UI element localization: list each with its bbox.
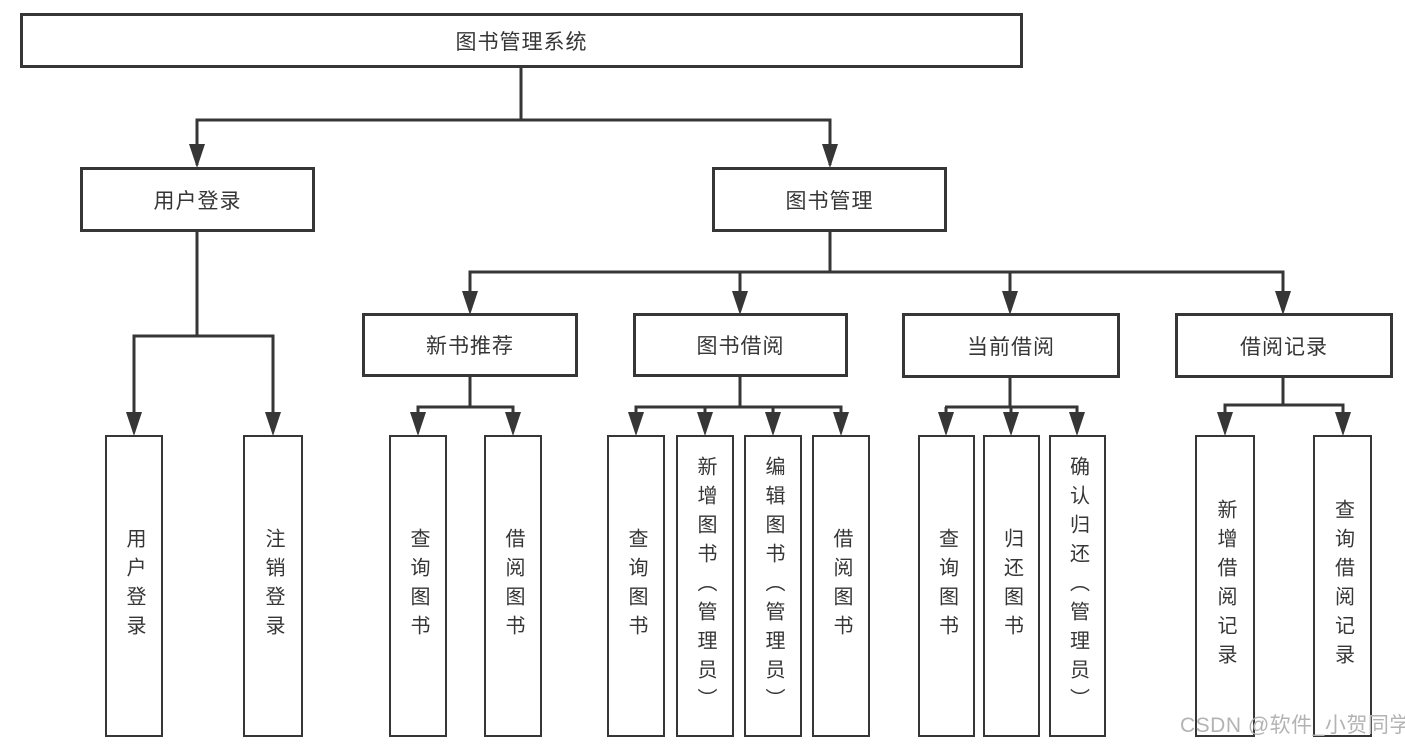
leaf-borrowing-borrow-books-label: 借阅图书 (830, 528, 852, 644)
leaf-newbook-query-books: 查询图书 (389, 435, 447, 737)
leaf-logout-label: 注销登录 (262, 528, 284, 644)
leaf-borrowing-query-books-label: 查询图书 (625, 528, 647, 644)
arrowheads (126, 144, 1351, 436)
leaf-records-add-record: 新增借阅记录 (1195, 435, 1255, 737)
csdn-watermark: CSDN @软件_小贺同学 (1180, 714, 1405, 737)
node-user-login-label: 用户登录 (153, 189, 242, 213)
node-current-borrowing: 当前借阅 (902, 313, 1120, 378)
node-new-book-recommend: 新书推荐 (362, 313, 578, 377)
leaf-newbook-query-books-label: 查询图书 (407, 528, 429, 644)
leaf-borrowing-borrow-books: 借阅图书 (812, 435, 870, 737)
leaf-borrowing-add-books-admin: 新增图书（管理员） (676, 435, 734, 737)
leaf-user-login: 用户登录 (105, 435, 163, 737)
connector-strokes (132, 66, 1345, 432)
node-book-borrowing: 图书借阅 (633, 313, 848, 377)
leaf-records-query-record-label: 查询借阅记录 (1331, 499, 1354, 673)
node-current-borrowing-label: 当前借阅 (967, 335, 1055, 359)
leaf-borrowing-edit-books-admin: 编辑图书（管理员） (744, 435, 802, 737)
leaf-current-query-books-label: 查询图书 (935, 528, 958, 644)
leaf-current-confirm-return-admin: 确认归还（管理员） (1049, 435, 1106, 737)
node-user-login: 用户登录 (80, 167, 315, 232)
leaf-borrowing-edit-books-admin-label: 编辑图书（管理员） (762, 455, 784, 717)
leaf-logout: 注销登录 (243, 435, 303, 737)
node-new-book-recommend-label: 新书推荐 (426, 335, 514, 358)
node-root-system: 图书管理系统 (20, 13, 1023, 68)
leaf-current-confirm-return-admin-label: 确认归还（管理员） (1066, 455, 1089, 717)
leaf-current-return-books-label: 归还图书 (1000, 528, 1023, 644)
leaf-borrowing-query-books: 查询图书 (607, 435, 665, 737)
leaf-records-add-record-label: 新增借阅记录 (1214, 499, 1236, 673)
node-borrowing-records: 借阅记录 (1175, 313, 1393, 378)
leaf-newbook-borrow-books-label: 借阅图书 (502, 528, 524, 644)
leaf-borrowing-add-books-admin-label: 新增图书（管理员） (694, 455, 716, 717)
leaf-user-login-label: 用户登录 (123, 528, 145, 644)
node-root-system-label: 图书管理系统 (455, 30, 588, 54)
leaf-newbook-borrow-books: 借阅图书 (484, 435, 542, 737)
node-borrowing-records-label: 借阅记录 (1240, 335, 1328, 359)
leaf-current-query-books: 查询图书 (918, 435, 975, 737)
leaf-current-return-books: 归还图书 (983, 435, 1040, 737)
node-book-management-label: 图书管理 (785, 189, 874, 213)
node-book-borrowing-label: 图书借阅 (696, 335, 785, 358)
leaf-records-query-record: 查询借阅记录 (1313, 435, 1372, 737)
node-book-management: 图书管理 (712, 167, 947, 232)
